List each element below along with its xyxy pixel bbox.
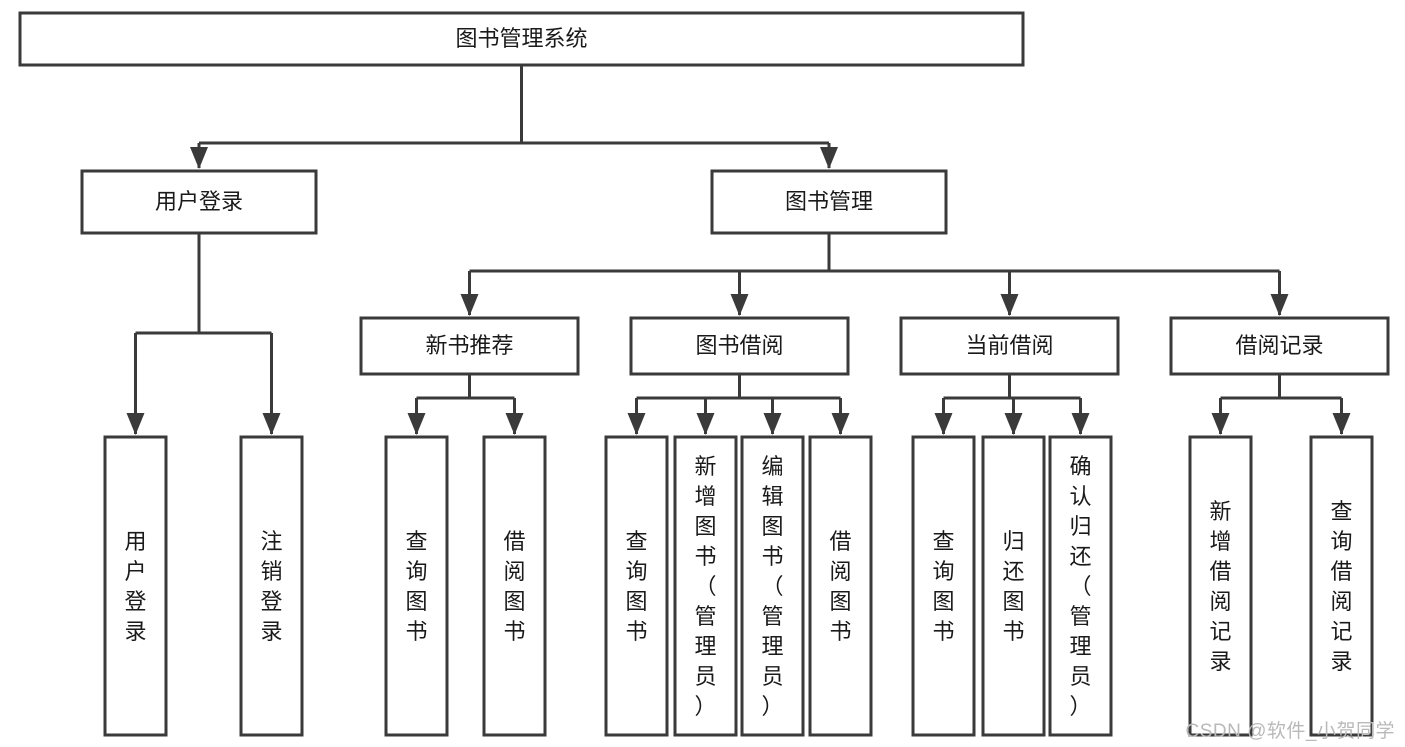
level3-node-label: 新书推荐	[425, 333, 513, 358]
node-border	[981, 435, 1046, 737]
arrow-head-icon	[763, 413, 782, 435]
arrow-head-icon	[1071, 413, 1090, 435]
leaf-node-12[interactable]: 查询借阅记录	[1309, 435, 1374, 737]
node-border	[629, 316, 850, 376]
leaf-node-1[interactable]: 注销登录	[239, 435, 304, 737]
node-border	[384, 435, 449, 737]
leaf-node-label: 借阅图书	[503, 529, 525, 644]
arrow-head-icon	[696, 413, 715, 435]
leaf-node-label: 归还图书	[1002, 529, 1024, 644]
node-border	[740, 435, 805, 737]
leaf-node-8[interactable]: 查询图书	[911, 435, 976, 737]
level2-node-label: 图书管理	[785, 189, 873, 214]
arrow-head-icon	[407, 413, 426, 435]
level3-node-2[interactable]: 当前借阅	[899, 316, 1120, 376]
leaf-node-label: 注销登录	[260, 529, 282, 644]
leaf-node-label: 查询图书	[932, 529, 954, 644]
leaf-node-label: 编辑图书（管理员）	[761, 454, 783, 719]
level3-node-1[interactable]: 图书借阅	[629, 316, 850, 376]
arrow-head-icon	[190, 147, 208, 169]
leaf-node-label: 新增借阅记录	[1209, 499, 1231, 674]
level3-node-3[interactable]: 借阅记录	[1169, 316, 1390, 376]
node-border	[359, 316, 580, 376]
node-border	[673, 435, 738, 737]
level3-node-label: 借阅记录	[1235, 333, 1323, 358]
arrow-head-icon	[126, 413, 145, 435]
leaf-node-2[interactable]: 查询图书	[384, 435, 449, 737]
node-border	[18, 11, 1025, 67]
node-border	[103, 435, 168, 737]
node-border	[239, 435, 304, 737]
connector-lines	[126, 65, 1351, 435]
node-border	[710, 169, 948, 235]
arrow-head-icon	[627, 413, 646, 435]
node-border	[482, 435, 547, 737]
arrow-head-icon	[1270, 294, 1289, 316]
arrow-head-icon	[831, 413, 850, 435]
leaf-node-label: 新增图书（管理员）	[694, 454, 716, 719]
arrow-head-icon	[460, 294, 479, 316]
level2-node-label: 用户登录	[155, 189, 243, 214]
level3-node-label: 当前借阅	[965, 333, 1053, 358]
leaf-node-9[interactable]: 归还图书	[981, 435, 1046, 737]
arrow-head-icon	[505, 413, 524, 435]
root-node-label: 图书管理系统	[455, 26, 587, 51]
arrow-head-icon	[262, 413, 281, 435]
node-border	[808, 435, 873, 737]
leaf-node-label: 确认归还（管理员）	[1069, 454, 1091, 719]
node-border	[604, 435, 669, 737]
level3-node-0[interactable]: 新书推荐	[359, 316, 580, 376]
node-border	[1169, 316, 1390, 376]
leaf-node-7[interactable]: 借阅图书	[808, 435, 873, 737]
leaf-node-3[interactable]: 借阅图书	[482, 435, 547, 737]
arrow-head-icon	[1004, 413, 1023, 435]
leaf-node-10[interactable]: 确认归还（管理员）	[1048, 435, 1113, 737]
level2-node-0[interactable]: 用户登录	[80, 169, 318, 235]
node-boxes: 图书管理系统用户登录图书管理新书推荐图书借阅当前借阅借阅记录用户登录注销登录查询…	[18, 11, 1390, 737]
node-border	[1309, 435, 1374, 737]
arrow-head-icon	[730, 294, 749, 316]
node-border	[911, 435, 976, 737]
leaf-node-5[interactable]: 新增图书（管理员）	[673, 435, 738, 737]
arrow-head-icon	[1332, 413, 1351, 435]
node-border	[1048, 435, 1113, 737]
arrow-head-icon	[1211, 413, 1230, 435]
leaf-node-0[interactable]: 用户登录	[103, 435, 168, 737]
leaf-node-label: 查询图书	[405, 529, 427, 644]
root-node-book-management-system[interactable]: 图书管理系统	[18, 11, 1025, 67]
leaf-node-label: 查询图书	[625, 529, 647, 644]
csdn-watermark: CSDN @软件_小贺同学	[1185, 721, 1395, 742]
arrow-head-icon	[1000, 294, 1019, 316]
level2-node-1[interactable]: 图书管理	[710, 169, 948, 235]
leaf-node-label: 用户登录	[124, 529, 146, 644]
leaf-node-label: 借阅图书	[829, 529, 851, 644]
level3-node-label: 图书借阅	[695, 333, 783, 358]
leaf-node-4[interactable]: 查询图书	[604, 435, 669, 737]
leaf-node-6[interactable]: 编辑图书（管理员）	[740, 435, 805, 737]
node-border	[80, 169, 318, 235]
arrow-head-icon	[934, 413, 953, 435]
arrow-head-icon	[820, 147, 838, 169]
leaf-node-label: 查询借阅记录	[1330, 499, 1352, 674]
node-border	[1188, 435, 1253, 737]
node-border	[899, 316, 1120, 376]
leaf-node-11[interactable]: 新增借阅记录	[1188, 435, 1253, 737]
